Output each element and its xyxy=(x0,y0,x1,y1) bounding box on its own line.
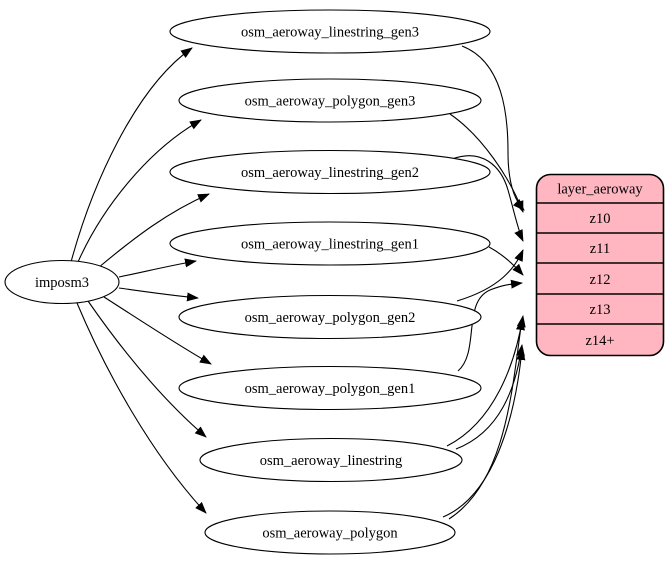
node-osm-aeroway-linestring-gen3: osm_aeroway_linestring_gen3 xyxy=(169,9,491,54)
edge-polygon-gen2-z11 xyxy=(456,249,524,302)
table-ellipse xyxy=(169,149,491,195)
table-ellipse xyxy=(178,365,482,411)
edge-imposm3-linestring-gen3 xyxy=(70,47,193,263)
node-osm-aeroway-polygon-gen1: osm_aeroway_polygon_gen1 xyxy=(178,365,482,411)
record-title: layer_aeroway xyxy=(557,182,643,198)
edge-imposm3-polygon-gen2 xyxy=(118,287,199,302)
table-label: osm_aeroway_linestring_gen3 xyxy=(241,25,419,41)
table-ellipse xyxy=(204,510,456,555)
edge-imposm3-polygon xyxy=(76,302,207,514)
edge-imposm3-linestring-gen1 xyxy=(118,258,197,278)
edge-group xyxy=(70,45,526,520)
edge-polygon-gen1-z12 xyxy=(457,279,523,372)
table-ellipse xyxy=(178,294,482,340)
edge-polygon-z13 xyxy=(448,318,525,520)
node-osm-aeroway-polygon-gen3: osm_aeroway_polygon_gen3 xyxy=(178,78,482,123)
edge-linestring-gen2-z11 xyxy=(451,155,524,242)
edge-imposm3-linestring xyxy=(87,300,207,438)
node-osm-aeroway-linestring-gen1: osm_aeroway_linestring_gen1 xyxy=(169,221,491,266)
table-label: osm_aeroway_linestring xyxy=(260,453,403,469)
table-ellipse xyxy=(169,9,491,54)
record-row-z13: z13 xyxy=(590,302,611,318)
edge-imposm3-linestring-gen2 xyxy=(97,193,210,269)
record-row-z10: z10 xyxy=(590,211,611,227)
node-imposm3: imposm3 xyxy=(4,259,120,305)
table-ellipse xyxy=(169,221,491,266)
node-osm-aeroway-polygon-gen2: osm_aeroway_polygon_gen2 xyxy=(178,294,482,340)
table-label: osm_aeroway_polygon xyxy=(262,526,398,542)
edge-linestring-gen1-z12 xyxy=(488,246,524,276)
record-row-z11: z11 xyxy=(590,241,610,257)
table-ellipse xyxy=(199,437,463,483)
edge-imposm3-polygon-gen1 xyxy=(103,296,212,365)
edge-imposm3-polygon-gen3 xyxy=(77,119,202,263)
edge-polygon-z14 xyxy=(442,348,526,518)
imposm3-label: imposm3 xyxy=(35,275,89,291)
table-label: osm_aeroway_linestring_gen2 xyxy=(241,165,419,181)
record-row-z14: z14+ xyxy=(585,333,614,349)
imposm3-ellipse xyxy=(4,259,120,305)
table-label: osm_aeroway_polygon_gen3 xyxy=(245,94,416,110)
table-label: osm_aeroway_polygon_gen1 xyxy=(245,381,416,397)
node-osm-aeroway-linestring: osm_aeroway_linestring xyxy=(199,437,463,483)
edge-polygon-gen3-z10 xyxy=(449,113,524,213)
node-osm-aeroway-linestring-gen2: osm_aeroway_linestring_gen2 xyxy=(169,149,491,195)
record-box xyxy=(535,173,665,357)
node-group: imposm3 osm_aeroway_linestring_gen3 osm_… xyxy=(4,9,665,555)
table-label: osm_aeroway_polygon_gen2 xyxy=(245,310,416,326)
record-row-z12: z12 xyxy=(590,272,611,288)
node-layer-aeroway: layer_aeroway z10 z11 z12 z13 z14+ xyxy=(535,173,665,357)
table-ellipse xyxy=(178,78,482,123)
node-osm-aeroway-polygon: osm_aeroway_polygon xyxy=(204,510,456,555)
table-label: osm_aeroway_linestring_gen1 xyxy=(241,237,419,253)
edge-linestring-gen3-z10 xyxy=(461,45,525,211)
